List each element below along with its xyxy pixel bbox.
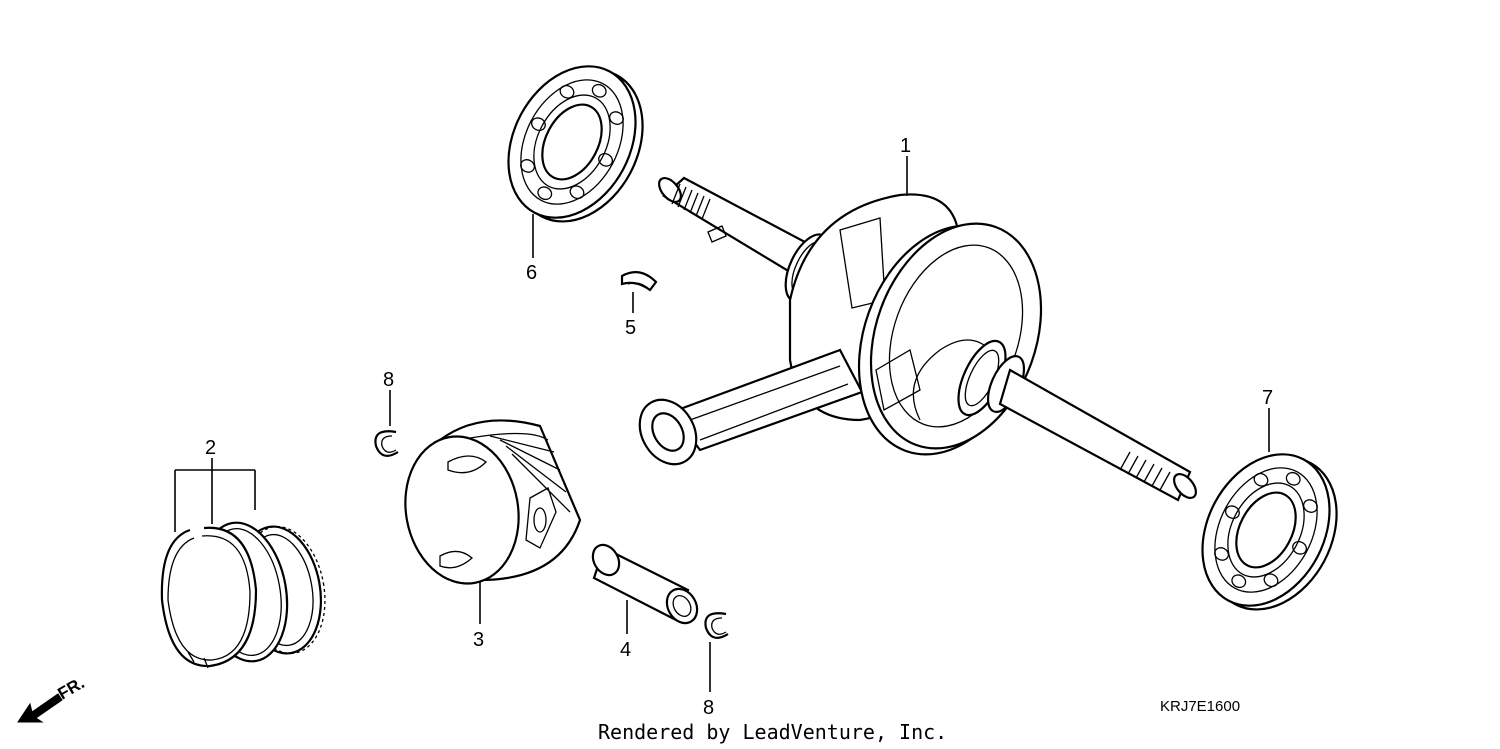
piston-pin[interactable] [588,540,704,628]
callout-bracket-2 [174,458,256,532]
clip-top[interactable] [374,430,399,457]
callout-5: 5 [625,317,636,339]
piston[interactable] [394,419,582,592]
woodruff-key[interactable] [620,271,658,292]
callout-2: 2 [205,437,216,459]
callout-4: 4 [620,639,631,661]
crankshaft[interactable] [628,174,1200,502]
callout-1: 1 [900,135,911,157]
diagram-code: KRJ7E1600 [1160,698,1240,715]
callout-3: 3 [473,629,484,651]
callout-7: 7 [1262,387,1273,409]
callout-8-bottom: 8 [703,697,714,719]
credit-text: Rendered by LeadVenture, Inc. [598,720,947,744]
callout-8-top: 8 [383,369,394,391]
piston-rings[interactable] [160,516,335,669]
clip-bottom[interactable] [704,612,729,639]
bearing-right[interactable] [1177,432,1362,631]
arrow-icon [17,693,63,723]
callout-6: 6 [526,262,537,284]
bearing-left[interactable] [483,44,668,243]
